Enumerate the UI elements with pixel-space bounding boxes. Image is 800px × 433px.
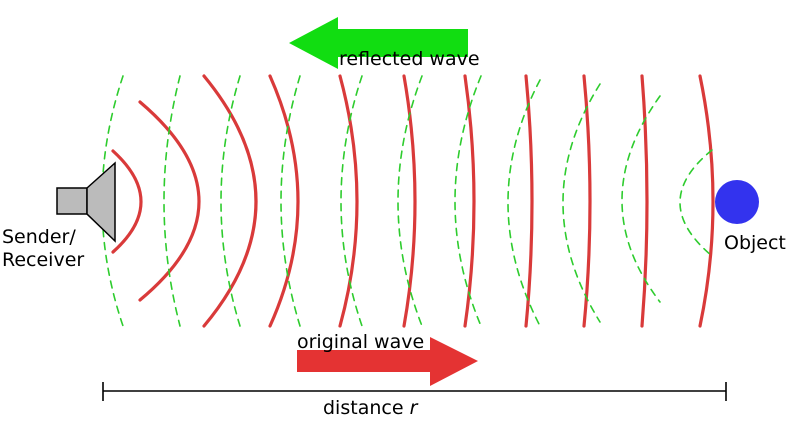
distance-bracket	[102, 382, 727, 401]
sender-label-line2: Receiver	[2, 249, 84, 271]
reflected-wavefront	[280, 75, 301, 327]
reflected-arrow	[289, 17, 468, 69]
original-wavefront	[698, 74, 715, 328]
object-label: Object	[724, 232, 786, 254]
reflected-wavefront	[621, 95, 661, 303]
original-wavefront	[463, 74, 476, 328]
distance-text: distance	[323, 397, 410, 419]
speaker-icon	[56, 161, 116, 243]
original-wavefront	[640, 74, 649, 328]
reflected-wavefront	[340, 75, 363, 327]
reflected-wavefront	[101, 75, 124, 327]
original-wavefront	[402, 74, 417, 328]
original-wavefront	[138, 100, 201, 302]
object-circle	[715, 180, 759, 224]
reflected-wavefront	[163, 75, 181, 327]
speaker-body	[56, 187, 88, 215]
reflected-wavefront	[397, 75, 423, 327]
original-wavefront	[111, 149, 143, 254]
original-arrow	[297, 337, 478, 386]
sender-label-line1: Sender/	[2, 226, 76, 248]
speaker-cone	[86, 161, 116, 243]
distance-variable: r	[410, 397, 419, 419]
original-wave-label: original wave	[297, 331, 424, 353]
original-wavefront	[524, 74, 534, 328]
reflected-wave-label: reflected wave	[339, 48, 480, 70]
original-wavefront	[268, 74, 300, 328]
reflected-wavefront	[562, 83, 601, 323]
original-wavefront	[338, 74, 359, 328]
reflected-wavefront	[507, 79, 541, 327]
waves-group	[101, 74, 715, 328]
reflected-wavefront	[679, 149, 713, 257]
reflected-wavefront	[454, 75, 482, 327]
original-wavefront	[202, 74, 258, 328]
reflected-wavefront	[220, 75, 241, 327]
original-wavefront	[582, 74, 592, 328]
distance-label: distance r	[323, 397, 419, 419]
